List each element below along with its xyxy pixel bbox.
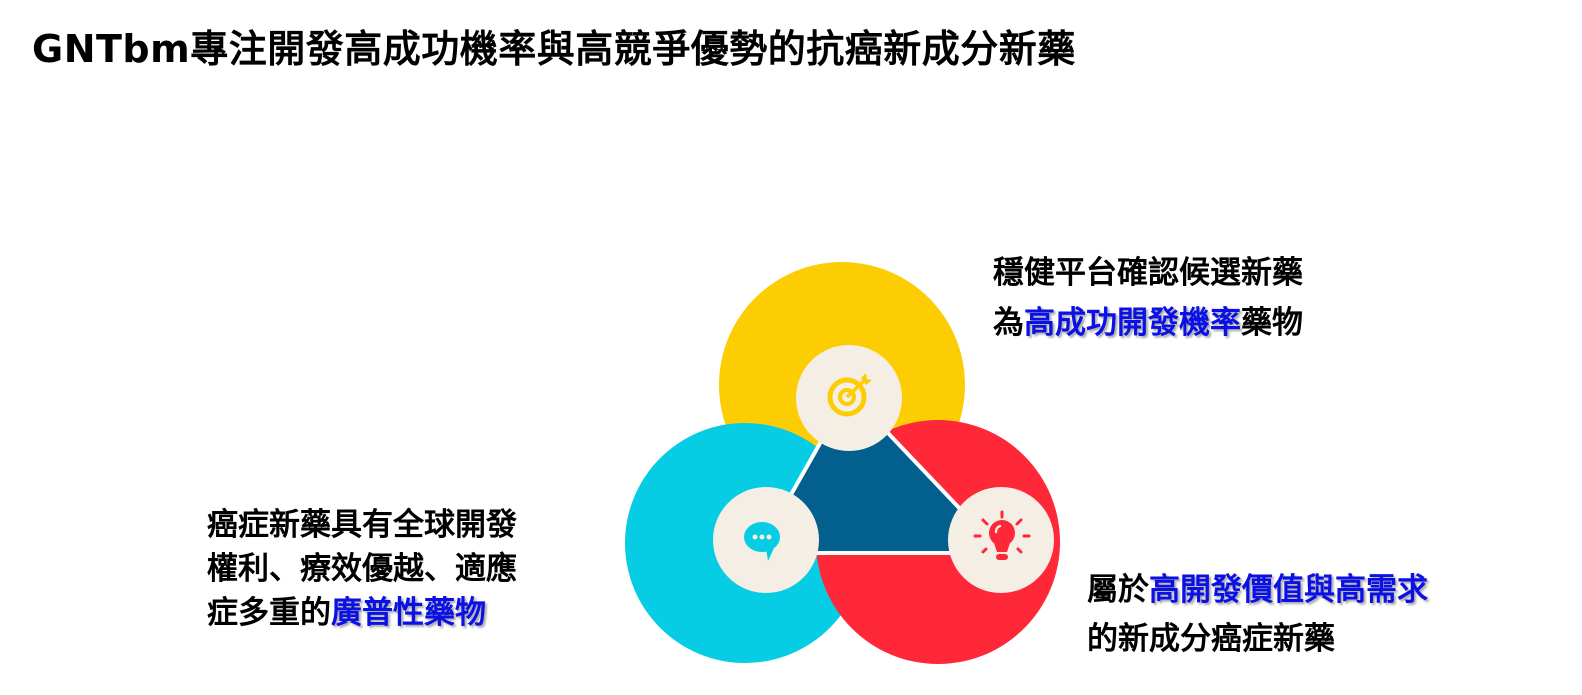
speech-bubble-icon (744, 522, 780, 561)
highlight-text: 廣普性藥物 (331, 595, 486, 631)
point-text-line: 權利、療效優越、適應 (207, 551, 517, 587)
highlight-text: 高成功開發機率 (1024, 305, 1241, 341)
point-text-line: 屬於高開發價值與高需求 (1087, 566, 1428, 615)
text-prefix: 屬於 (1087, 572, 1149, 608)
icon-bg-top (796, 345, 902, 451)
target-icon (827, 373, 872, 417)
point-text-line: 為高成功開發機率藥物 (993, 298, 1303, 348)
text-suffix: 藥物 (1241, 305, 1303, 341)
lightbulb-icon (973, 510, 1031, 560)
center-triangle (756, 390, 1004, 555)
point-broad-spectrum: 癌症新藥具有全球開發 權利、療效優越、適應 症多重的廣普性藥物 (207, 503, 517, 635)
text-prefix: 症多重的 (207, 595, 331, 631)
point-high-success-rate: 穩健平台確認候選新藥 為高成功開發機率藥物 (993, 248, 1303, 348)
page-title: GNTbm專注開發高成功機率與高競爭優勢的抗癌新成分新藥 (32, 27, 1076, 71)
point-high-value: 屬於高開發價值與高需求 的新成分癌症新藥 (1087, 566, 1428, 664)
point-text-line: 癌症新藥具有全球開發 (207, 507, 517, 543)
point-text-line: 穩健平台確認候選新藥 (993, 255, 1303, 291)
text-prefix: 為 (993, 305, 1024, 341)
point-text-line: 的新成分癌症新藥 (1087, 621, 1335, 657)
highlight-text: 高開發價值與高需求 (1149, 572, 1428, 608)
point-text-line: 症多重的廣普性藥物 (207, 591, 517, 635)
